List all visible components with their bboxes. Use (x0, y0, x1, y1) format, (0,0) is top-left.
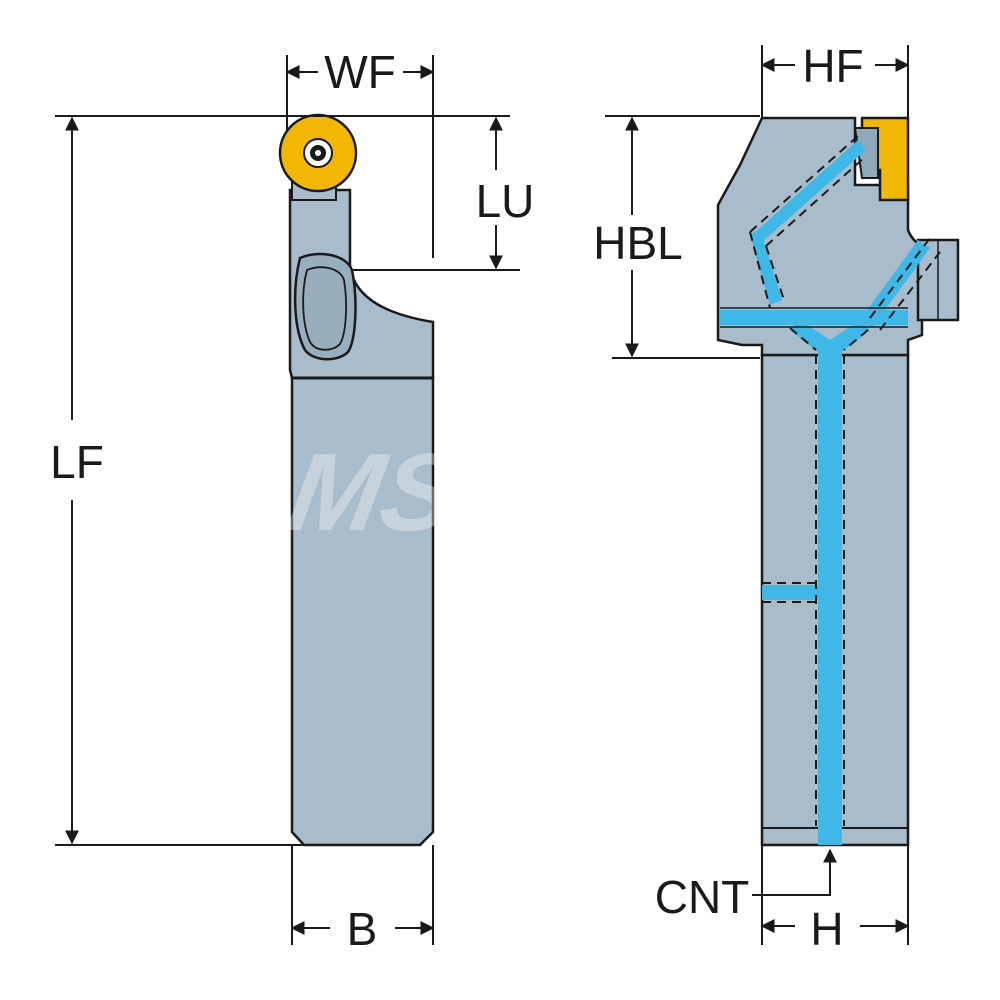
clamp-pocket (293, 252, 357, 361)
front-view-dimensions (605, 45, 910, 945)
dim-label-hf: HF (802, 40, 863, 92)
dim-label-b: B (347, 903, 378, 955)
dim-label-lu: LU (476, 175, 535, 227)
coolant-channels (720, 140, 930, 845)
dim-label-wf: WF (324, 46, 396, 98)
side-view-dimensions (55, 55, 520, 945)
dim-label-h: H (810, 903, 843, 955)
side-view (278, 113, 435, 847)
dim-label-cnt: CNT (655, 871, 750, 923)
watermark: MSC (280, 432, 548, 554)
front-view (716, 116, 960, 847)
dim-label-hbl: HBL (593, 217, 682, 269)
dim-label-lf: LF (50, 436, 104, 488)
